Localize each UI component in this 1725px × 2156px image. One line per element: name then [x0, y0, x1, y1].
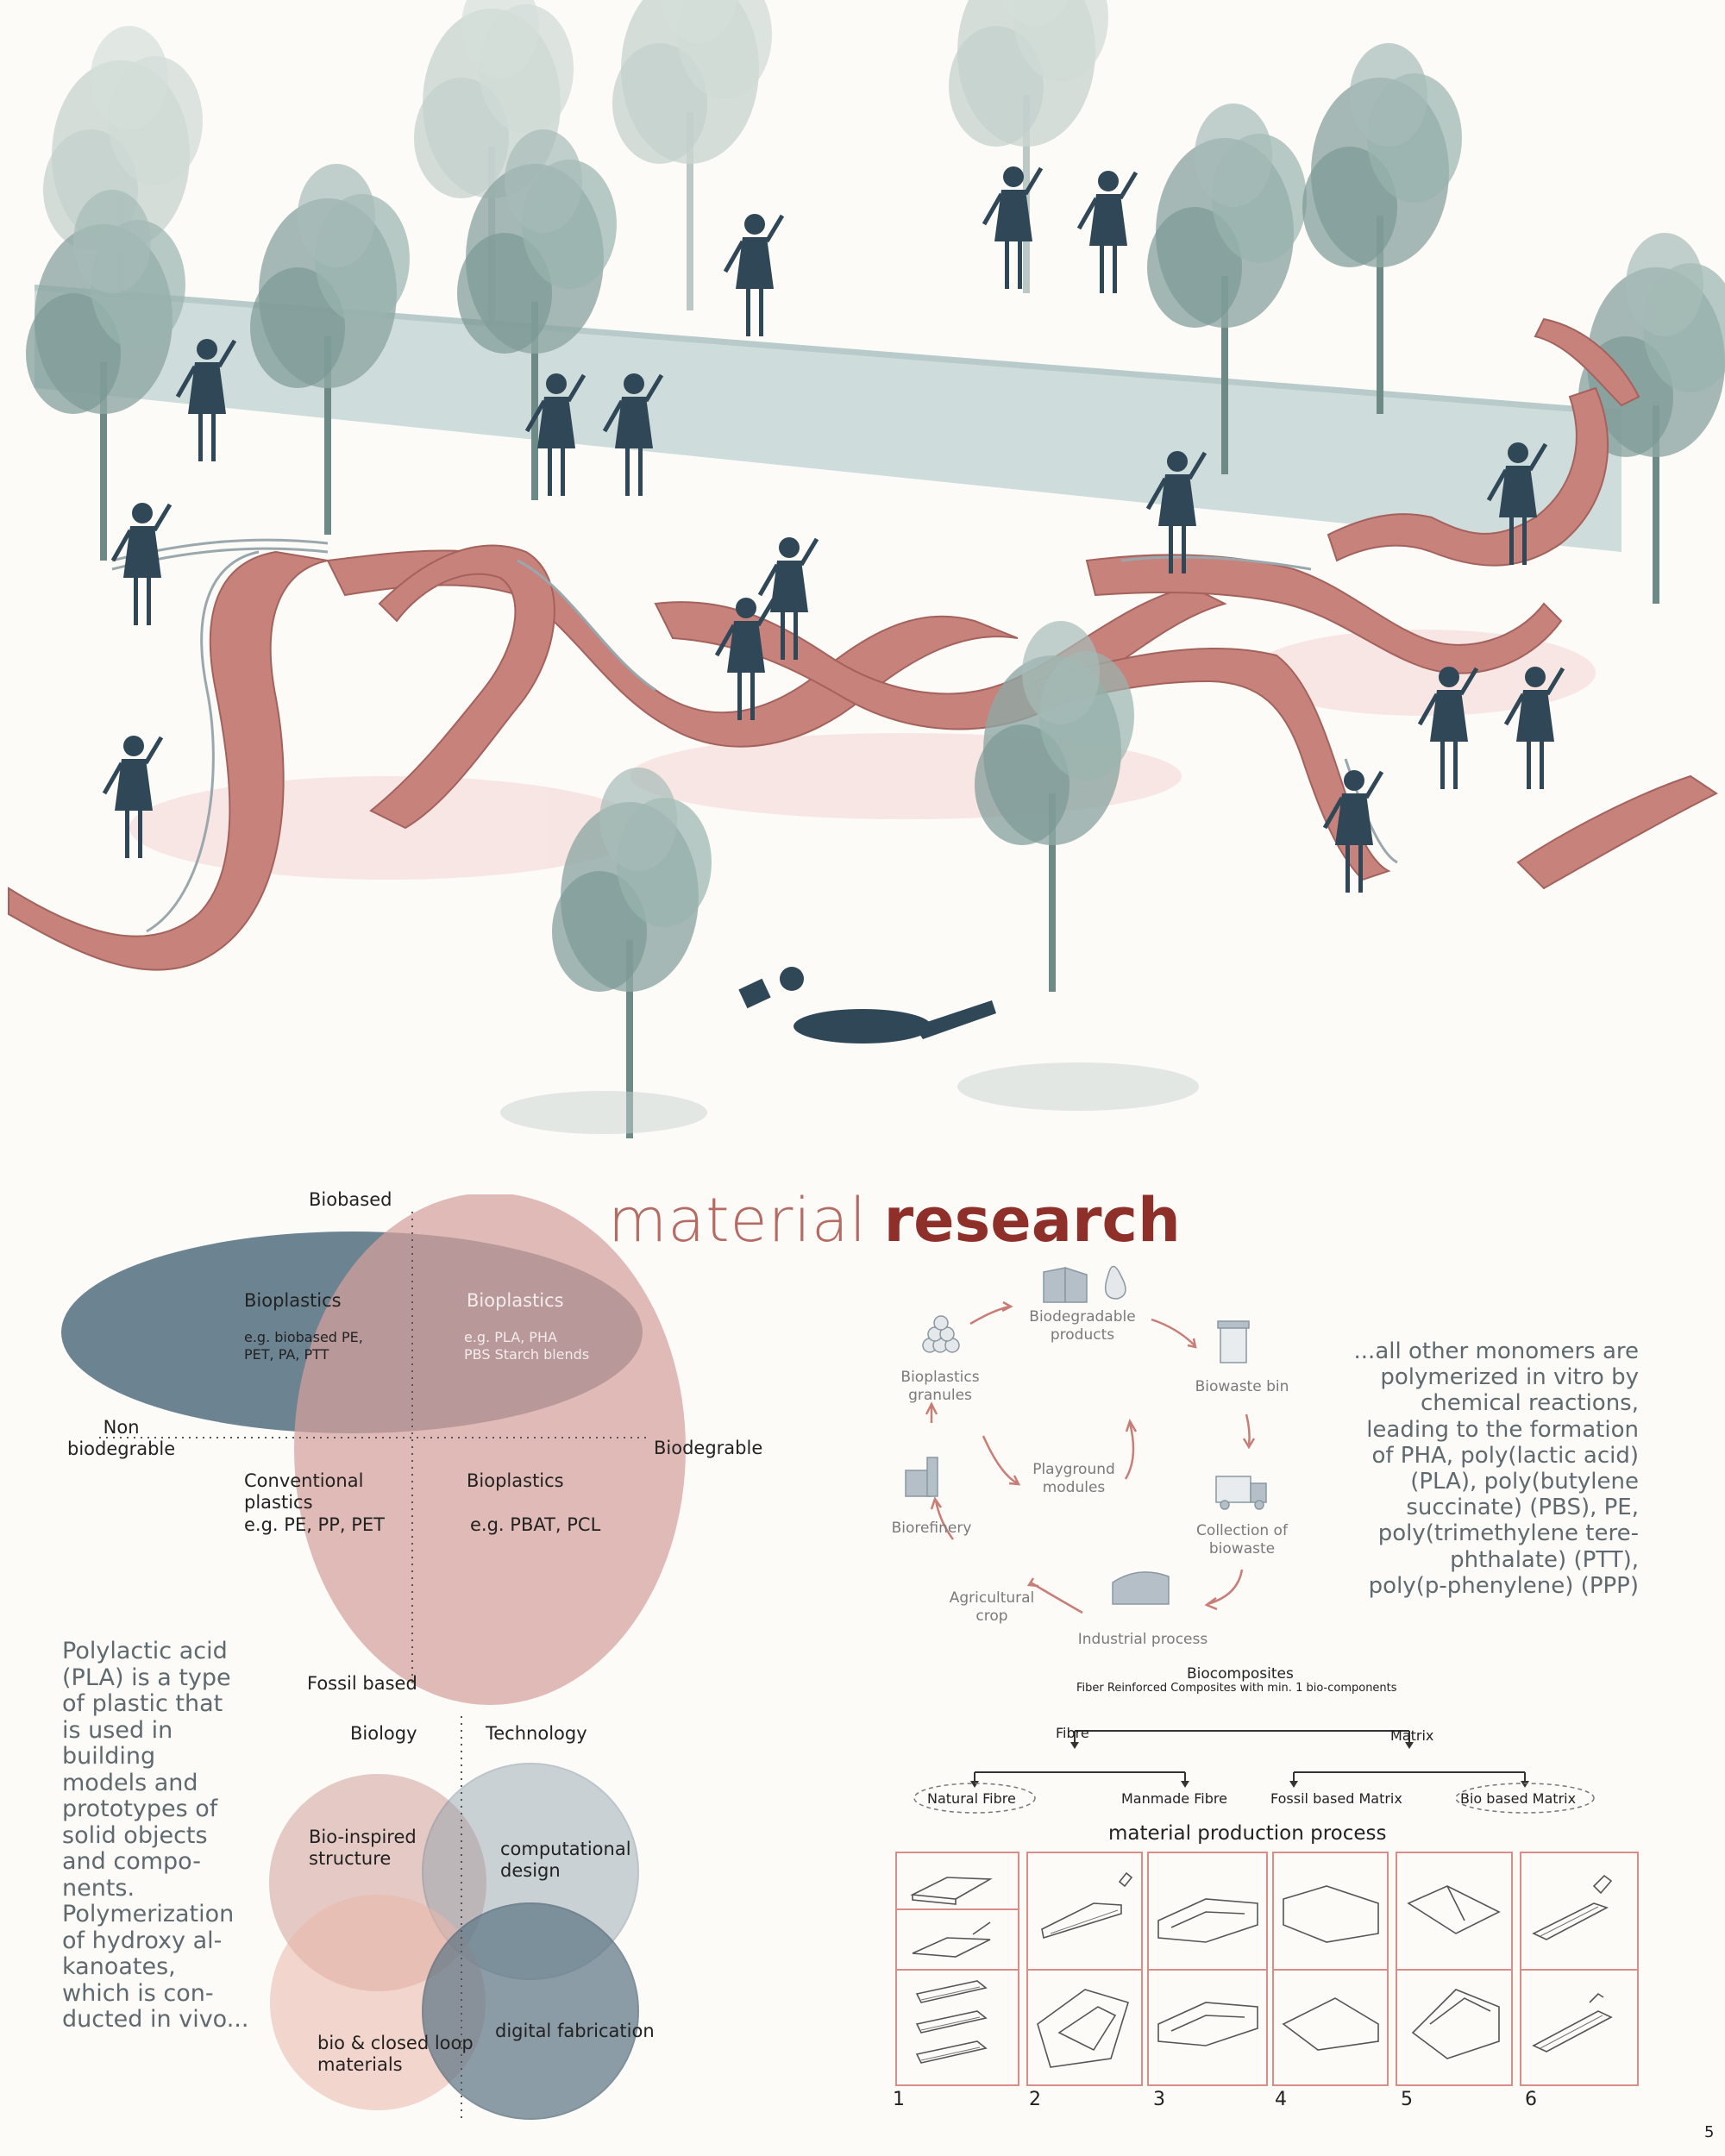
- monomers-description: ...all other monomers are polymerized in…: [1353, 1338, 1639, 1599]
- cycle-playground-modules: Playground modules: [1032, 1461, 1115, 1496]
- matrix-label: Matrix: [1390, 1727, 1434, 1744]
- fibre-label: Fibre: [1056, 1725, 1089, 1741]
- venn-digital-fabrication: digital fabrication: [495, 2021, 655, 2041]
- axis-bottom-label: Fossil based: [307, 1673, 417, 1694]
- step-number-2: 2: [1029, 2089, 1041, 2110]
- production-title: material production process: [1108, 1822, 1387, 1845]
- biocomposites-subtitle: Fiber Reinforced Composites with min. 1 …: [1076, 1682, 1397, 1695]
- production-cell-3b: [1147, 1969, 1268, 2086]
- biocomposites-tree-lines: [913, 1730, 1595, 1814]
- cycle-biorefinery: Biorefinery: [891, 1520, 972, 1537]
- axis-left-label: Non biodegrable: [67, 1417, 176, 1459]
- manmade-fibre-label: Manmade Fibre: [1121, 1790, 1227, 1807]
- axis-top-label: Biobased: [309, 1189, 392, 1210]
- step-number-1: 1: [893, 2089, 905, 2110]
- step-number-6: 6: [1525, 2089, 1537, 2110]
- production-cell-2b: [1026, 1969, 1143, 2086]
- production-cell-5b: [1396, 1969, 1513, 2086]
- conventional-plastics-examples: e.g. PE, PP, PET: [244, 1514, 385, 1535]
- venn-bio-closed-loop: bio & closed loop materials: [317, 2033, 474, 2075]
- production-sketches: [910, 1871, 1613, 2068]
- bioplastics-both-examples: e.g. PLA, PHA PBS Starch blends: [464, 1329, 590, 1363]
- bioplastics-biobased-examples: e.g. biobased PE, PET, PA, PTT: [244, 1329, 363, 1363]
- venn-technology-label: Technology: [486, 1723, 587, 1744]
- production-cell-4b: [1272, 1969, 1389, 2086]
- page-number: 5: [1704, 2123, 1715, 2141]
- production-cell-1c: [895, 1969, 1019, 2086]
- axis-right-label: Biodegrable: [654, 1438, 763, 1458]
- bioplastics-fossil-heading: Bioplastics: [467, 1470, 564, 1491]
- bio-matrix-label: Bio based Matrix: [1460, 1790, 1577, 1807]
- production-cell-6b: [1520, 1969, 1639, 2086]
- pla-description: Polylactic acid (PLA) is a type of plast…: [62, 1638, 249, 2033]
- material-cycle-diagram: [905, 1265, 1267, 1614]
- step-number-5: 5: [1401, 2089, 1413, 2110]
- venn-biology-label: Biology: [350, 1723, 417, 1744]
- title-light: material: [608, 1185, 868, 1256]
- venn-bio-inspired: Bio-inspired structure: [309, 1827, 417, 1869]
- bioplastics-quadrant-diagram: [61, 1194, 686, 1705]
- cycle-bioplastics-granules: Bioplastics granules: [900, 1369, 980, 1404]
- cycle-collection: Collection of biowaste: [1196, 1522, 1288, 1557]
- playground-illustration: [8, 0, 1725, 1138]
- cycle-agricultural-crop: Agricultural crop: [949, 1589, 1035, 1625]
- bioplastics-biobased-heading: Bioplastics: [244, 1290, 342, 1311]
- fossil-matrix-label: Fossil based Matrix: [1270, 1790, 1402, 1807]
- natural-fibre-label: Natural Fibre: [927, 1790, 1016, 1807]
- cycle-biowaste-bin: Biowaste bin: [1195, 1378, 1289, 1395]
- step-number-3: 3: [1153, 2089, 1165, 2110]
- biology-technology-venn: [269, 1716, 639, 2122]
- biocomposites-title: Biocomposites: [1187, 1665, 1294, 1683]
- step-number-4: 4: [1275, 2089, 1287, 2110]
- page-title: material research: [608, 1186, 1181, 1255]
- bioplastics-fossil-examples: e.g. PBAT, PCL: [470, 1514, 601, 1535]
- cycle-biodegradable-products: Biodegradable products: [1029, 1308, 1136, 1344]
- venn-computational: computational design: [500, 1839, 631, 1881]
- conventional-plastics-heading: Conventional plastics: [244, 1470, 364, 1513]
- bioplastics-both-heading: Bioplastics: [467, 1290, 564, 1311]
- cycle-industrial-process: Industrial process: [1077, 1631, 1208, 1648]
- title-bold: research: [883, 1185, 1181, 1256]
